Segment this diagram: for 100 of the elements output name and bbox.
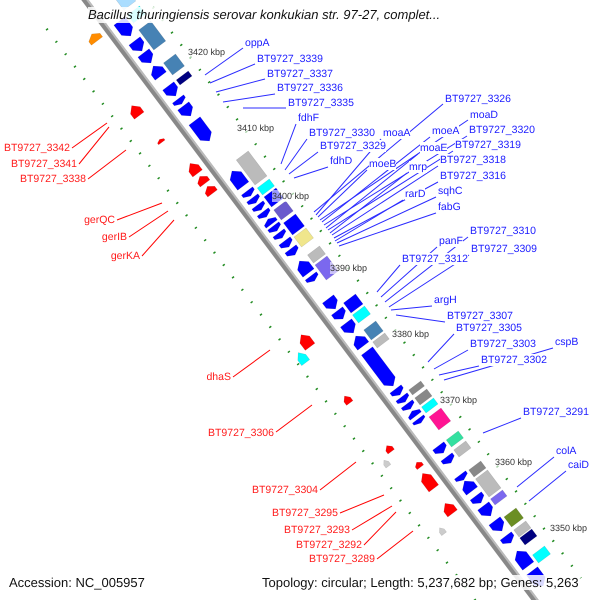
scale-label: 3390 kbp (330, 262, 368, 274)
gene-label: BT9727_3339 (257, 53, 323, 65)
leader-line (288, 152, 318, 174)
leader-line (78, 126, 110, 164)
leader-line (376, 264, 400, 292)
leader-line (390, 306, 432, 310)
gene-label: fdhF (298, 112, 320, 124)
leader-line (318, 170, 368, 218)
leader-line (328, 150, 454, 230)
map-title: Bacillus thuringiensis serovar konkukian str. 97-27, complet... (88, 7, 440, 23)
gene-label: BT9727_3337 (267, 68, 333, 80)
leader-line (210, 64, 256, 84)
gene-label: oppA (245, 37, 270, 49)
leader-line (334, 200, 404, 242)
leader-line (334, 182, 438, 238)
leader-line (332, 166, 438, 236)
scale-label: 3410 kbp (237, 122, 274, 134)
leader-line (428, 334, 454, 362)
leader-line (222, 94, 276, 102)
gene-label: BT9727_3306 (208, 427, 274, 439)
scale-label: 3350 kbp (550, 522, 588, 534)
leader-line (482, 418, 522, 434)
gene-label: panF (439, 235, 463, 247)
leader-line (320, 462, 356, 490)
gene-label: BT9727_3319 (455, 139, 521, 151)
gene-label: BT9727_3312 (402, 253, 468, 265)
leader-line (116, 202, 162, 220)
leader-line (232, 350, 270, 378)
gene-label: BT9727_3305 (456, 322, 522, 334)
leader-line (396, 314, 446, 322)
leader-line (528, 470, 566, 502)
leader-line (280, 124, 296, 164)
scale-label: 3420 kbp (188, 46, 226, 58)
gene-label: BT9727_3289 (309, 553, 375, 565)
leader-line (438, 366, 480, 376)
leader-line (324, 136, 468, 226)
gene-label: BT9727_3318 (440, 154, 506, 166)
leader-line (284, 138, 308, 170)
leader-line (352, 506, 392, 530)
gene-label: BT9727_3293 (284, 524, 350, 536)
leader-line (276, 404, 312, 432)
leader-line (88, 150, 126, 180)
gene-label: argH (434, 294, 457, 306)
gene-label: fdhD (330, 155, 352, 167)
gene-label: BT9727_3307 (447, 310, 513, 322)
gene-label: BT9727_3338 (20, 173, 86, 185)
gene-label: gerQC (84, 214, 115, 226)
gene-label: BT9727_3336 (277, 82, 343, 94)
leader-line (322, 136, 430, 222)
gene-label: moeA (432, 125, 460, 137)
gene-label: BT9727_3309 (471, 243, 537, 255)
gene-label: BT9727_3320 (469, 124, 535, 136)
gene-label: rarD (405, 188, 426, 200)
leader-line (294, 166, 328, 178)
gene-label: mrp (409, 161, 428, 173)
scale-label: 3370 kbp (440, 394, 478, 406)
gene-label: BT9727_3303 (470, 338, 536, 350)
gene-label: BT9727_3310 (470, 225, 536, 237)
scale-label: 3380 kbp (392, 328, 430, 340)
gene-label: dhaS (206, 371, 231, 383)
gene-label: BT9727_3329 (320, 140, 386, 152)
leader-line (204, 48, 244, 76)
leader-line (516, 456, 554, 488)
leader-line (338, 212, 436, 246)
gene-label: gerKA (110, 250, 140, 262)
leader-line (128, 210, 168, 238)
leader-line (326, 154, 418, 228)
gene-label: moaA (383, 127, 410, 139)
leader-line (142, 220, 174, 256)
leader-line (364, 512, 396, 546)
gene-label: BT9727_3342 (4, 142, 70, 154)
gene-label: BT9727_3302 (481, 354, 547, 366)
gene-label: gerIB (102, 231, 127, 243)
gene-label: BT9727_3295 (272, 507, 338, 519)
leader-line (72, 122, 108, 148)
gene-label: moaD (470, 109, 498, 121)
gene-label: moeB (369, 158, 396, 170)
leader-line (376, 530, 414, 560)
gene-label: BT9727_3291 (523, 406, 589, 418)
gene-label: BT9727_3326 (445, 93, 511, 105)
gene-label: cspB (555, 336, 578, 348)
leader-line (336, 196, 436, 244)
gene-label: BT9727_3304 (252, 484, 318, 496)
leader-line (434, 350, 468, 370)
gene-label: fabG (438, 201, 461, 213)
gene-label: BT9727_3330 (309, 127, 375, 139)
gene-label: colA (556, 445, 576, 457)
leader-line (216, 78, 266, 92)
gene-label: BT9727_3341 (11, 158, 77, 170)
gene-label: sqhC (438, 185, 463, 197)
scale-label: 3360 kbp (495, 456, 532, 468)
gene-label: BT9727_3292 (296, 539, 362, 551)
leader-line (314, 104, 444, 212)
scale-label: 3400 kbp (272, 190, 310, 202)
footer-text: Topology: circular; Length: 5,237,682 bp; Genes: 5,263 (262, 575, 579, 590)
leader-line (330, 172, 408, 234)
gene-label: caiD (568, 459, 590, 471)
gene-label: moaE (420, 142, 448, 154)
leader-line (340, 494, 384, 514)
footer-text: Accession: NC_005957 (9, 575, 145, 590)
